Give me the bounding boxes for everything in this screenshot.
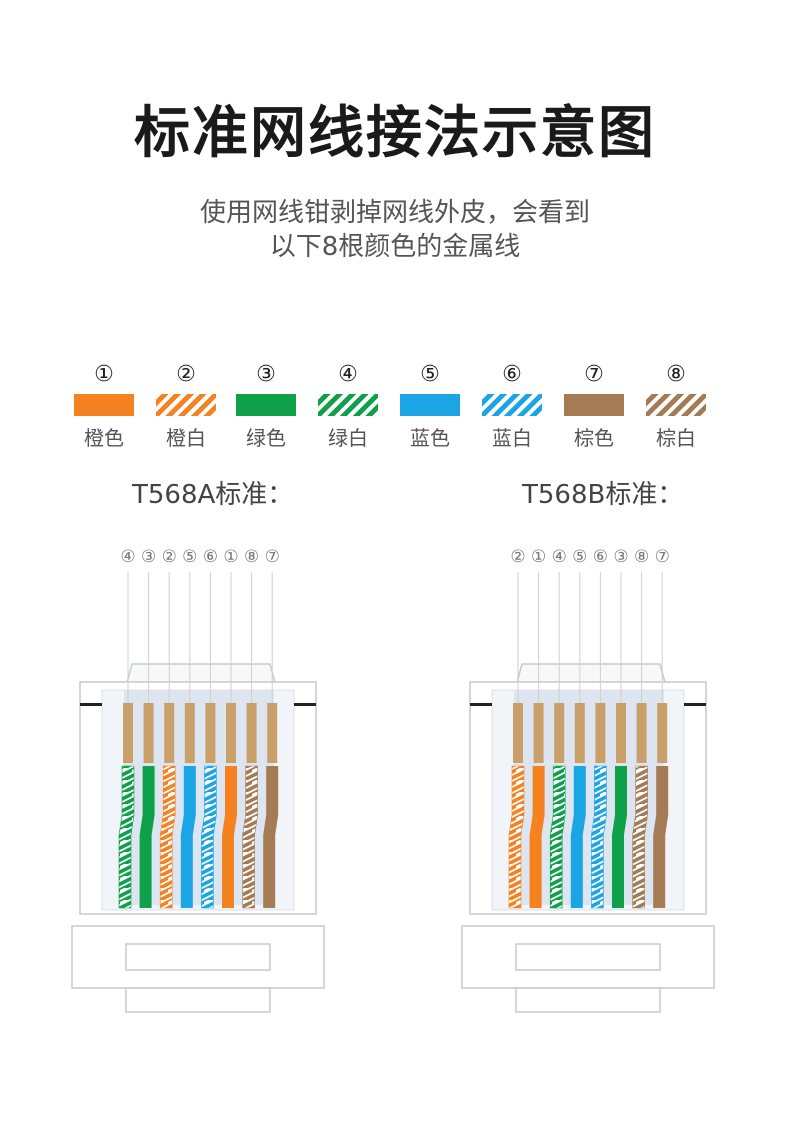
- pin-label: ⑧: [634, 547, 649, 567]
- connector-bar-left: [470, 703, 492, 706]
- pin-label: ⑦: [265, 547, 280, 567]
- copper-contact: [123, 703, 133, 763]
- pin-label: ⑤: [572, 547, 587, 567]
- connector-bar-right: [294, 703, 316, 706]
- wire: [139, 766, 155, 908]
- copper-contact: [574, 703, 585, 763]
- wire: [570, 766, 586, 908]
- copper-contact: [554, 703, 565, 763]
- wire: [549, 765, 566, 909]
- copper-contact: [205, 703, 216, 763]
- wire: [118, 765, 135, 909]
- wire: [591, 765, 607, 909]
- connector-base: [515, 987, 661, 1013]
- copper-contact: [657, 703, 668, 763]
- connector-base: [125, 987, 271, 1013]
- pin-label: ①: [223, 547, 238, 567]
- t568a-label: T568A标准：: [132, 480, 294, 510]
- subtitle-line-1: 使用网线钳剥掉网线外皮，会看到: [199, 198, 590, 228]
- copper-contact: [595, 703, 606, 763]
- copper-contact: [143, 703, 154, 763]
- t568b-label: T568B标准：: [522, 480, 684, 510]
- pin-label: ⑧: [244, 547, 259, 567]
- pin-label: ②: [162, 547, 177, 567]
- pin-label: ②: [510, 547, 525, 567]
- wire: [612, 766, 627, 908]
- copper-contact: [164, 703, 175, 763]
- copper-contact: [636, 703, 647, 763]
- wire: [508, 765, 525, 909]
- copper-contact: [246, 703, 257, 763]
- wire: [263, 766, 279, 908]
- connector-latch-slot: [125, 943, 271, 971]
- wire: [180, 766, 196, 908]
- pin-label: ④: [552, 547, 567, 567]
- pin-label: ③: [613, 547, 628, 567]
- wire: [242, 765, 258, 909]
- copper-contact: [513, 703, 523, 763]
- pin-label: ③: [141, 547, 156, 567]
- copper-contact: [184, 703, 195, 763]
- copper-contact: [616, 703, 626, 763]
- pin-label: ④: [120, 547, 135, 567]
- pin-label: ⑥: [203, 547, 218, 567]
- connector-bar-left: [80, 703, 102, 706]
- wire: [632, 765, 648, 909]
- wire: [201, 765, 217, 909]
- pin-label: ⑦: [655, 547, 670, 567]
- pin-label: ⑤: [182, 547, 197, 567]
- pin-label: ①: [531, 547, 546, 567]
- page-title: 标准网线接法示意图: [134, 101, 656, 166]
- wire: [159, 765, 176, 909]
- copper-contact: [267, 703, 278, 763]
- wire: [653, 766, 669, 908]
- copper-contact: [533, 703, 544, 763]
- wire: [222, 766, 237, 908]
- connector-latch-slot: [515, 943, 661, 971]
- subtitle-line-2: 以下8根颜色的金属线: [269, 232, 521, 262]
- pin-label: ⑥: [593, 547, 608, 567]
- wire: [529, 766, 545, 908]
- connector-bar-right: [684, 703, 706, 706]
- copper-contact: [226, 703, 236, 763]
